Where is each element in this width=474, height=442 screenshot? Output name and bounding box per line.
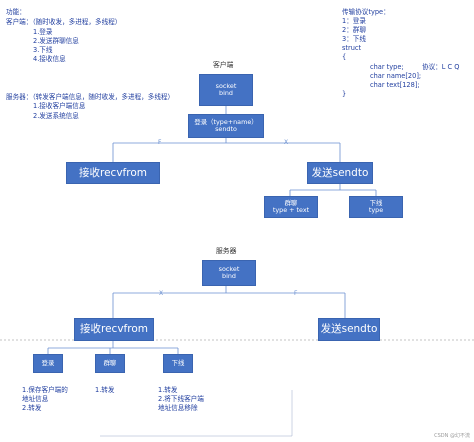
edge-label-x: X: [284, 139, 289, 146]
box-line: 接收recvfrom: [79, 166, 147, 179]
box-line: 发送sendto: [311, 166, 369, 179]
box-line: sendto: [215, 125, 237, 133]
box-line: 下线: [171, 358, 185, 367]
client-feature-item: 2.发送群聊信息: [33, 37, 79, 45]
box-line: 登录（type+name）: [194, 117, 258, 126]
edge-label-x: X: [159, 290, 164, 297]
struct-field: char type;: [370, 63, 404, 71]
desc-line: 地址信息: [22, 395, 49, 403]
client-feature-item: 4.接收信息: [33, 55, 66, 63]
client-send-box: 发送sendto: [307, 162, 373, 184]
box-line: 接收recvfrom: [80, 323, 148, 336]
client-features-line: 客户端：（随时收发，多进程，多线程）: [6, 18, 122, 26]
server-features-line: 服务器：（转发客户端信息，随时收发，多进程，多线程）: [6, 93, 175, 101]
open-brace: {: [342, 53, 347, 61]
desc-line: 1.保存客户端的: [22, 386, 68, 394]
protocol-title: 传输协议type：: [342, 8, 390, 16]
client-login-box: 登录（type+name） sendto: [188, 114, 264, 138]
box-line: 群聊: [103, 358, 117, 367]
box-line: bind: [222, 272, 236, 280]
box-line: type: [368, 206, 384, 214]
client-group-box: 群聊 type + text: [264, 196, 318, 218]
server-login-box: 登录: [33, 354, 63, 373]
protocol-type: 3：下线: [342, 35, 366, 43]
watermark: CSDN @幻不流: [434, 433, 470, 439]
desc-line: 1.转发: [95, 386, 115, 394]
server-send-box: 发送sendto: [318, 318, 380, 341]
server-feature-item: 2.发送系统信息: [33, 112, 79, 120]
struct-field: char name[20];: [370, 72, 422, 80]
box-line: socket: [218, 264, 240, 273]
box-line: 群聊: [284, 198, 298, 207]
box-line: socket: [215, 81, 237, 90]
client-offline-box: 下线 type: [349, 196, 403, 218]
box-line: 发送sendto: [320, 323, 378, 336]
server-diagram-title: 服务器: [216, 247, 237, 255]
server-socket-box: socket bind: [202, 260, 256, 286]
box-line: type + text: [272, 206, 310, 214]
edge-label-f: F: [294, 290, 298, 297]
protocol-type: 2：群聊: [342, 26, 366, 34]
server-offline-box: 下线: [163, 354, 193, 373]
protocol-note: 协议：L C Q: [422, 63, 460, 71]
box-line: 下线: [369, 198, 383, 207]
desc-line: 2.将下线客户端: [158, 395, 204, 403]
client-recv-box: 接收recvfrom: [66, 162, 160, 184]
struct-keyword: struct: [342, 44, 362, 52]
client-feature-item: 1.登录: [33, 28, 53, 36]
server-feature-item: 1.接收客户端信息: [33, 102, 86, 110]
protocol-type: 1：登录: [342, 17, 366, 25]
box-line: 登录: [41, 358, 55, 367]
client-diagram-title: 客户端: [213, 61, 234, 69]
client-feature-item: 3.下线: [33, 46, 53, 54]
edge-label-f: F: [158, 139, 162, 146]
server-group-box: 群聊: [95, 354, 125, 373]
desc-line: 地址信息移除: [158, 404, 198, 412]
box-line: bind: [219, 89, 233, 97]
close-brace: }: [342, 90, 347, 98]
client-socket-box: socket bind: [199, 74, 253, 106]
desc-line: 1.转发: [158, 386, 178, 394]
struct-field: char text[128];: [370, 81, 420, 89]
features-title: 功能：: [6, 8, 26, 16]
desc-line: 2.转发: [22, 404, 42, 412]
server-recv-box: 接收recvfrom: [74, 318, 154, 341]
